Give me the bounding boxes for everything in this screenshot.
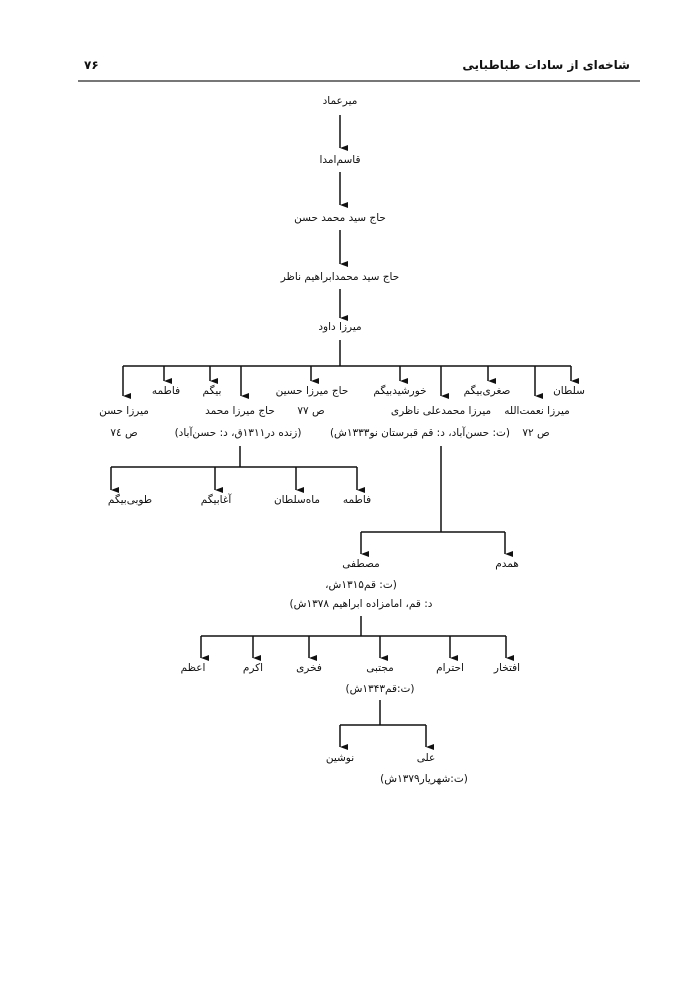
node-note: ص ۷٤ [110, 426, 138, 439]
node-note: د: قم، امامزاده ابراهیم ۱۳۷۸ش) [289, 597, 433, 610]
node-fatemeh-2: فاطمه [342, 493, 372, 506]
node-mirza-hasan: میرزا حسن [99, 404, 149, 417]
node-hamdam: همدم [495, 557, 519, 570]
node-toobi-begum: طوبی‌بیگم [107, 493, 153, 506]
node-ali: علی [416, 751, 436, 764]
node-haj-mohammad-ebrahim: حاج سید محمدابراهیم ناظر [280, 270, 400, 283]
node-note: ص ۷۲ [522, 426, 550, 439]
node-agha-begum: آغابیگم [200, 493, 232, 506]
node-mojtaba: مجتبی [366, 661, 394, 674]
node-note: (ت:شهریار۱۳۷۹ش) [380, 772, 468, 785]
page-number: ۷۶ [84, 58, 99, 72]
node-soghra-begum: صغری‌بیگم [463, 384, 511, 397]
node-ghasem: قاسم‌امدا [319, 153, 361, 166]
node-note: (ت:قم۱۳۴۳ش) [345, 682, 415, 695]
node-eftekhar: افتخار [493, 661, 521, 674]
header-rule [78, 80, 640, 82]
node-mah-soltan: ماه‌سلطان [273, 493, 321, 506]
node-mirza-nematollah: میرزا نعمت‌الله [504, 404, 570, 417]
node-fakhri: فخری [296, 661, 322, 674]
node-ehteram: احترام [436, 661, 464, 674]
node-haj-mohammad-hasan: حاج سید محمد حسن [294, 211, 386, 224]
node-fatemeh: فاطمه [151, 384, 181, 397]
node-akram: اکرم [242, 661, 264, 674]
node-mostafa: مصطفی [342, 557, 380, 570]
node-note: ص ۷۷ [297, 404, 325, 417]
node-haj-mirza-hossein: حاج میرزا حسین [275, 384, 349, 397]
node-mir-emad: میرعماد [322, 94, 358, 107]
node-mirza-davood: میرزا داود [318, 320, 362, 333]
node-khorshid-begum: خورشیدبیگم [373, 384, 427, 397]
node-note: (زنده در۱۳۱۱ق، د: حسن‌آباد) [174, 426, 302, 439]
node-mirza-mohammadali: میرزا محمدعلی ناظری [390, 404, 492, 417]
node-begum: بیگم [202, 384, 222, 397]
node-nooshin: نوشین [325, 751, 355, 764]
node-note: (ت: حسن‌آباد، د: قم قبرستان نو۱۳۳۳ش) [329, 426, 511, 439]
node-azam: اعظم [180, 661, 206, 674]
node-note: (ت: قم۱۳۱۵ش، [325, 578, 397, 591]
node-haj-mirza-mohammad: حاج میرزا محمد [205, 404, 275, 417]
running-title: شاخه‌ای از سادات طباطبایی [462, 58, 630, 72]
node-soltan: سلطان [553, 384, 585, 397]
